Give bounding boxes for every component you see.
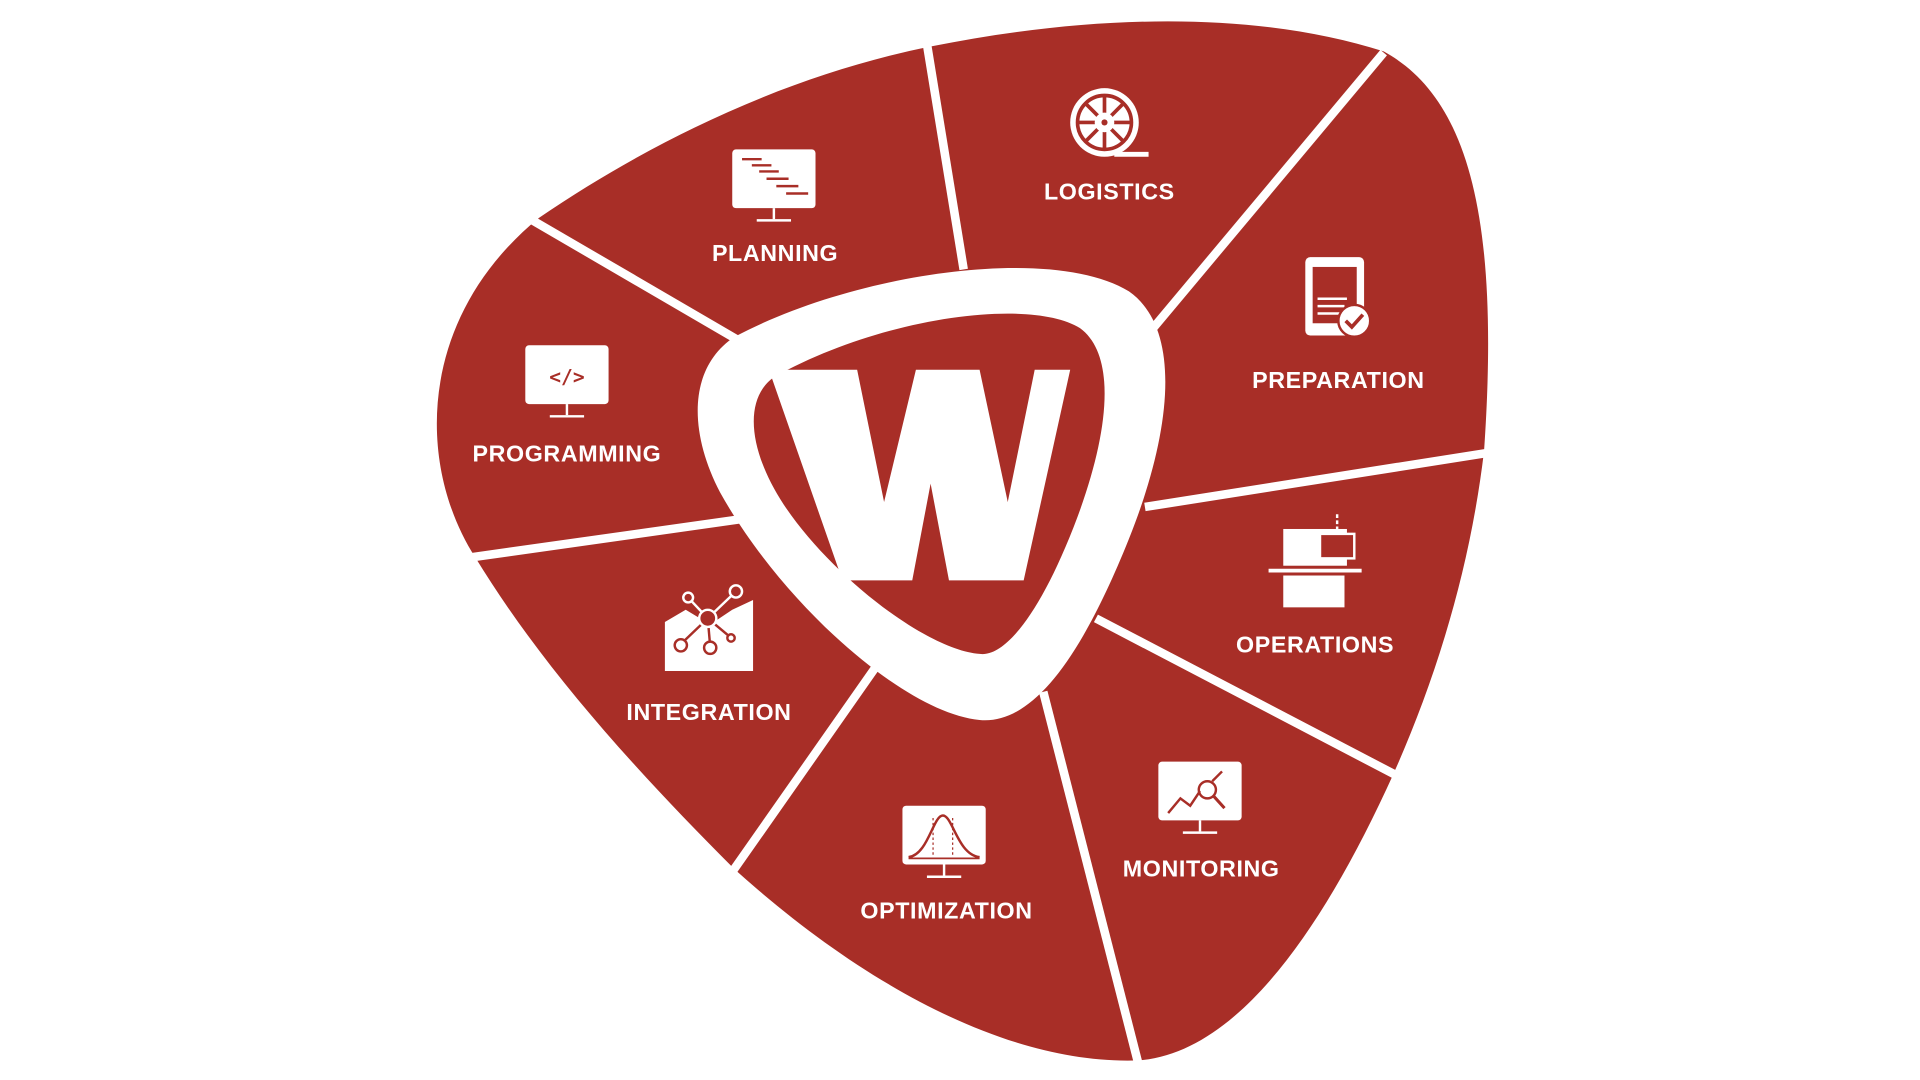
chart-magnifier-monitor-icon [1158,761,1242,834]
network-factory-icon [664,584,754,672]
segment-label: LOGISTICS [1044,179,1175,205]
segment-programming[interactable]: </> PROGRAMMING [473,345,662,467]
segment-label: OPERATIONS [1236,632,1394,658]
segment-dividers [472,43,1488,1067]
code-monitor-icon: </> [525,345,609,418]
segment-optimization[interactable]: OPTIMIZATION [860,805,1032,924]
center-logo [697,268,1166,721]
segment-planning[interactable]: PLANNING [712,149,838,266]
machine-icon [1268,514,1362,608]
segment-preparation[interactable]: PREPARATION [1252,257,1425,393]
segment-logistics[interactable]: LOGISTICS [1044,88,1175,205]
segment-label: MONITORING [1123,856,1280,882]
code-symbol: </> [549,365,584,388]
segment-integration[interactable]: INTEGRATION [626,584,791,725]
bell-curve-monitor-icon [902,805,986,878]
segment-label: INTEGRATION [626,699,791,725]
tablet-check-icon [1305,257,1372,338]
segment-label: PLANNING [712,240,838,266]
logo-letter-w [768,369,1071,581]
segment-monitoring[interactable]: MONITORING [1123,761,1280,882]
film-reel-icon [1070,88,1149,157]
gantt-monitor-icon [732,149,816,222]
segment-label: PROGRAMMING [473,441,662,467]
segment-label: OPTIMIZATION [860,897,1032,923]
segment-operations[interactable]: OPERATIONS [1236,514,1394,658]
segment-label: PREPARATION [1252,367,1425,393]
